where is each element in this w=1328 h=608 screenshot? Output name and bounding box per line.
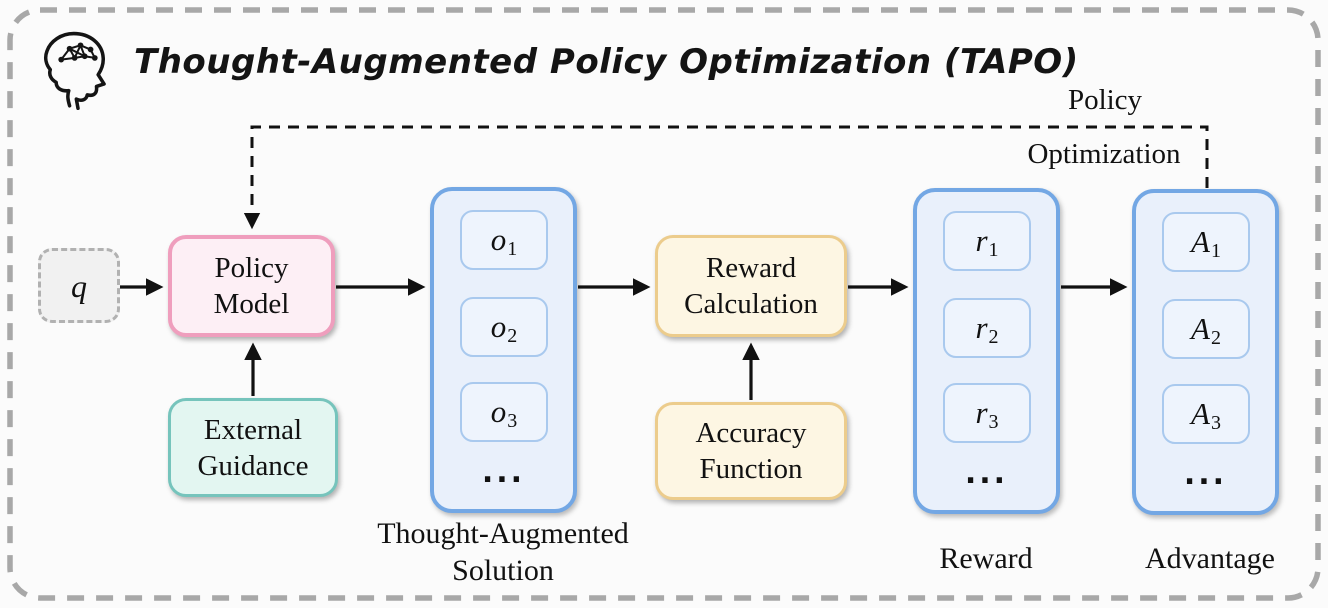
external-guidance-node: External Guidance xyxy=(168,398,338,497)
policy-model-node: Policy Model xyxy=(168,235,335,337)
brain-network xyxy=(58,42,98,63)
advantage-caption: Advantage xyxy=(1145,542,1275,575)
item-symbol: o xyxy=(490,394,507,429)
item-symbol: r xyxy=(975,310,988,345)
feedback-label-policy: Policy xyxy=(1067,84,1143,116)
reward-ellipsis: ... xyxy=(964,456,1009,491)
reward-calculation-label-line2: Calculation xyxy=(684,288,818,320)
brain-head-icon xyxy=(44,31,106,110)
item-symbol: r xyxy=(975,395,988,430)
item-subscript: 1 xyxy=(988,238,999,261)
item-subscript: 3 xyxy=(1210,411,1221,434)
solution-ellipsis: ... xyxy=(481,455,526,490)
policy-model-label-line1: Policy xyxy=(214,252,289,284)
item-subscript: 2 xyxy=(988,325,999,348)
item-subscript: 1 xyxy=(507,237,518,260)
item-subscript: 3 xyxy=(507,409,518,432)
item-symbol: r xyxy=(975,223,988,258)
accuracy-function-label-line2: Function xyxy=(699,453,803,485)
solution-caption-line2: Solution xyxy=(452,554,554,587)
item-symbol: o xyxy=(490,309,507,344)
item-subscript: 2 xyxy=(1210,326,1221,349)
query-node: q xyxy=(38,248,120,323)
head-outline xyxy=(44,31,106,110)
item-symbol: A xyxy=(1191,224,1210,259)
external-guidance-label-line2: Guidance xyxy=(197,449,309,482)
reward-calculation-label-line1: Reward xyxy=(705,252,797,284)
policy-model-label-line2: Model xyxy=(213,288,290,320)
item-subscript: 2 xyxy=(507,324,518,347)
item-symbol: A xyxy=(1191,311,1210,346)
item-subscript: 1 xyxy=(1210,239,1221,262)
solution-caption: Thought-Augmented Solution xyxy=(340,515,666,589)
reward-caption: Reward xyxy=(939,542,1033,575)
external-guidance-label-line1: External xyxy=(203,413,303,446)
feedback-label-optimization: Optimization xyxy=(1027,138,1181,170)
item-symbol: A xyxy=(1191,396,1210,431)
query-label: q xyxy=(71,267,87,304)
item-subscript: 3 xyxy=(988,410,999,433)
solution-caption-line1: Thought-Augmented xyxy=(377,517,629,550)
accuracy-function-node: Accuracy Function xyxy=(655,402,847,500)
advantage-ellipsis: ... xyxy=(1183,457,1228,492)
accuracy-function-label-line1: Accuracy xyxy=(695,417,807,449)
item-symbol: o xyxy=(490,222,507,257)
diagram-title: Thought-Augmented Policy Optimization (T… xyxy=(134,42,1079,82)
reward-calculation-node: Reward Calculation xyxy=(655,235,847,337)
